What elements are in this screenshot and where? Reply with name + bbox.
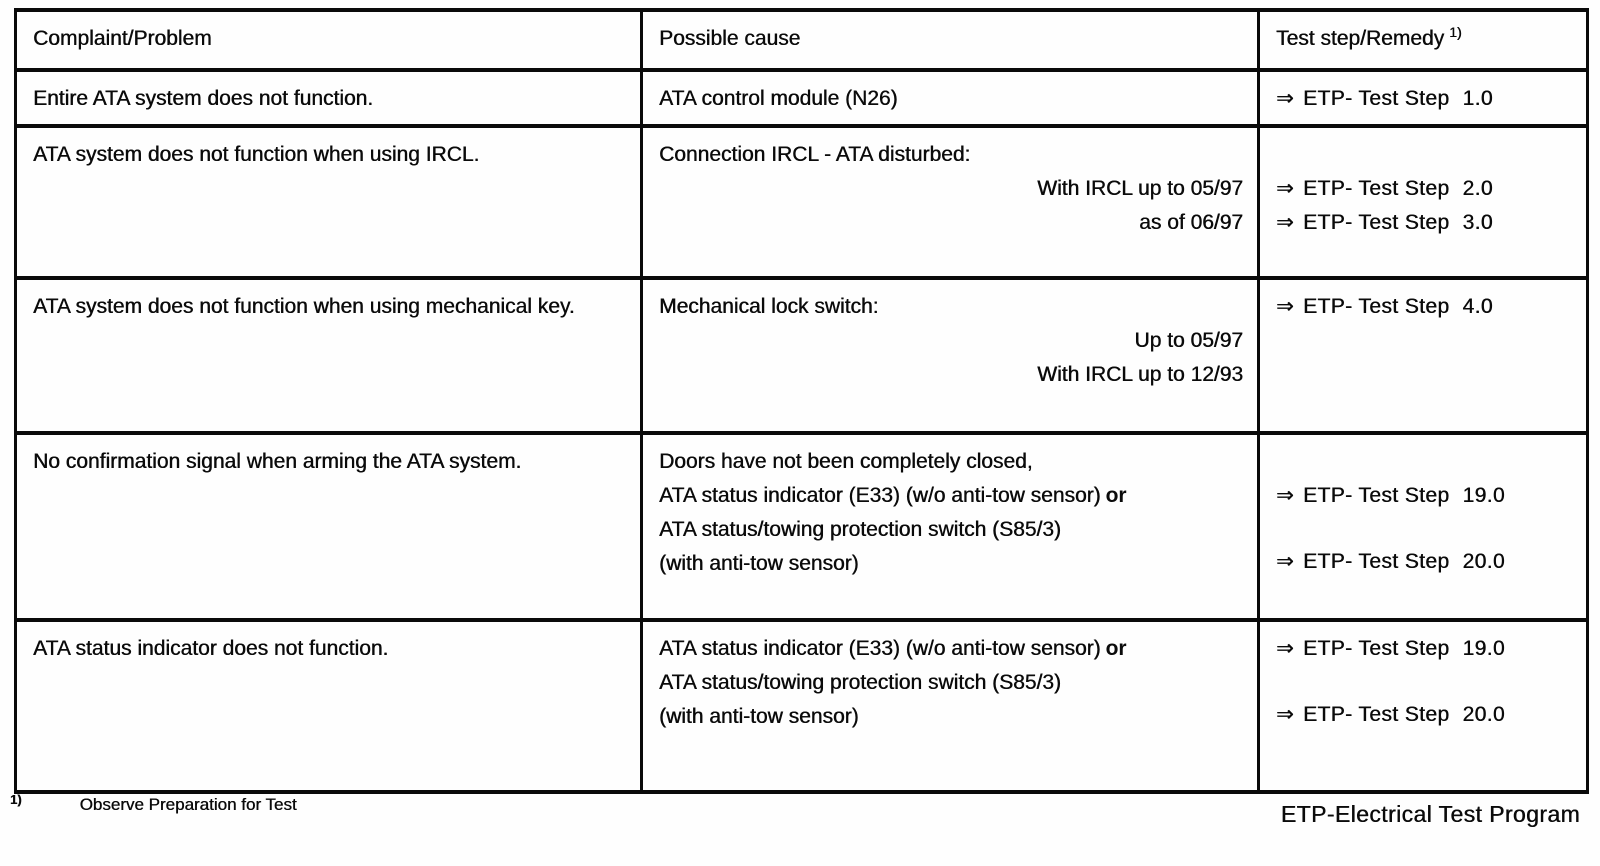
step-number: 4.0: [1462, 295, 1493, 318]
cause-cell: ATA status indicator (E33) (w/o anti-tow…: [640, 618, 1260, 794]
cause-cell: Connection IRCL - ATA disturbed: With IR…: [640, 124, 1260, 280]
cause-line: ATA status indicator (E33) (w/o anti-tow…: [659, 484, 1127, 507]
header-label: Complaint/Problem: [33, 27, 212, 50]
remedy-line: ⇒ ETP- Test Step 19.0: [1276, 479, 1572, 513]
complaint-cell: Entire ATA system does not function.: [14, 68, 643, 128]
remedy-line: ⇒ ETP- Test Step 4.0: [1276, 290, 1572, 324]
complaint-cell: ATA system does not function when using …: [14, 124, 643, 280]
cause-cell: ATA control module (N26): [640, 68, 1260, 128]
cause-cell: Doors have not been completely closed, A…: [640, 431, 1260, 622]
cause-line: (with anti-tow sensor): [659, 705, 859, 728]
remedy-cell: ⇒ ETP- Test Step 2.0 ⇒ ETP- Test Step 3.0: [1257, 124, 1589, 280]
complaint-cell: ATA system does not function when using …: [14, 276, 643, 435]
header-label: Possible cause: [659, 27, 801, 50]
cause-line: ATA status indicator (E33) (w/o anti-tow…: [659, 637, 1127, 660]
remedy-line: ⇒ ETP- Test Step 2.0: [1276, 172, 1572, 206]
remedy-line: ⇒ ETP- Test Step 20.0: [1276, 545, 1572, 579]
complaint-text: ATA status indicator does not function.: [33, 637, 389, 660]
arrow-right-icon: ⇒: [1276, 703, 1294, 726]
cause-line: as of 06/97: [1139, 211, 1243, 234]
arrow-right-icon: ⇒: [1276, 211, 1294, 234]
header-label: Test step/Remedy: [1276, 27, 1445, 50]
cause-line: With IRCL up to 05/97: [1037, 177, 1243, 200]
complaint-cell: ATA status indicator does not function.: [14, 618, 643, 794]
program-legend: ETP-Electrical Test Program: [1280, 801, 1580, 827]
remedy-label: ETP- Test Step: [1303, 295, 1450, 318]
remedy-line: ⇒ ETP- Test Step 20.0: [1276, 698, 1572, 732]
complaint-text: Entire ATA system does not function.: [33, 87, 374, 110]
footnote-marker: 1): [10, 792, 22, 807]
step-number: 19.0: [1462, 484, 1505, 507]
table-header-row: Complaint/Problem Possible cause Test st…: [14, 8, 1589, 72]
footnote: 1) Observe Preparation for Test: [10, 792, 297, 815]
cause-line: Up to 05/97: [1134, 329, 1243, 352]
remedy-label: ETP- Test Step: [1303, 177, 1450, 200]
remedy-label: ETP- Test Step: [1303, 703, 1450, 726]
remedy-cell: ⇒ ETP- Test Step 4.0: [1257, 276, 1589, 435]
cause-line: Doors have not been completely closed,: [659, 450, 1033, 473]
complaint-text: ATA system does not function when using …: [33, 143, 480, 166]
cause-line: ATA control module (N26): [659, 87, 898, 110]
cause-line: Mechanical lock switch:: [659, 295, 879, 318]
arrow-right-icon: ⇒: [1276, 295, 1294, 318]
bold-or: or: [1105, 637, 1127, 660]
cause-line: ATA status/towing protection switch (S85…: [659, 518, 1061, 541]
footnote-reference: 1): [1449, 24, 1462, 40]
table-row: ATA system does not function when using …: [14, 276, 1589, 435]
arrow-right-icon: ⇒: [1276, 177, 1294, 200]
cause-line: With IRCL up to 12/93: [1037, 363, 1243, 386]
bold-or: or: [1105, 484, 1127, 507]
table-row: ATA status indicator does not function. …: [14, 618, 1589, 794]
step-number: 19.0: [1462, 637, 1505, 660]
arrow-right-icon: ⇒: [1276, 637, 1294, 660]
table-row: Entire ATA system does not function. ATA…: [14, 68, 1589, 128]
diagnostic-table: Complaint/Problem Possible cause Test st…: [14, 8, 1589, 794]
remedy-label: ETP- Test Step: [1303, 211, 1450, 234]
step-number: 3.0: [1462, 211, 1493, 234]
cause-line: Connection IRCL - ATA disturbed:: [659, 143, 971, 166]
remedy-line: ⇒ ETP- Test Step 3.0: [1276, 206, 1572, 240]
step-number: 2.0: [1462, 177, 1493, 200]
remedy-line: ⇒ ETP- Test Step 19.0: [1276, 632, 1572, 666]
remedy-line: ⇒ ETP- Test Step 1.0: [1276, 82, 1572, 116]
remedy-label: ETP- Test Step: [1303, 484, 1450, 507]
step-number: 20.0: [1462, 550, 1505, 573]
complaint-cell: No confirmation signal when arming the A…: [14, 431, 643, 622]
remedy-label: ETP- Test Step: [1303, 550, 1450, 573]
header-cell-cause: Possible cause: [640, 8, 1260, 72]
cause-line: (with anti-tow sensor): [659, 552, 859, 575]
table-row: ATA system does not function when using …: [14, 124, 1589, 280]
arrow-right-icon: ⇒: [1276, 550, 1294, 573]
header-cell-complaint: Complaint/Problem: [14, 8, 643, 72]
complaint-text: No confirmation signal when arming the A…: [33, 450, 522, 473]
remedy-label: ETP- Test Step: [1303, 87, 1450, 110]
remedy-label: ETP- Test Step: [1303, 637, 1450, 660]
footnote-text: Observe Preparation for Test: [79, 795, 297, 814]
table-row: No confirmation signal when arming the A…: [14, 431, 1589, 622]
remedy-cell: ⇒ ETP- Test Step 19.0 ⇒ ETP- Test Step 20.0: [1257, 618, 1589, 794]
remedy-cell: ⇒ ETP- Test Step 1.0: [1257, 68, 1589, 128]
step-number: 20.0: [1462, 703, 1505, 726]
step-number: 1.0: [1462, 87, 1493, 110]
cause-line: ATA status/towing protection switch (S85…: [659, 671, 1061, 694]
arrow-right-icon: ⇒: [1276, 484, 1294, 507]
arrow-right-icon: ⇒: [1276, 87, 1294, 110]
remedy-cell: ⇒ ETP- Test Step 19.0 ⇒ ETP- Test Step 20.0: [1257, 431, 1589, 622]
cause-cell: Mechanical lock switch: Up to 05/97 With…: [640, 276, 1260, 435]
complaint-text: ATA system does not function when using …: [33, 295, 575, 318]
